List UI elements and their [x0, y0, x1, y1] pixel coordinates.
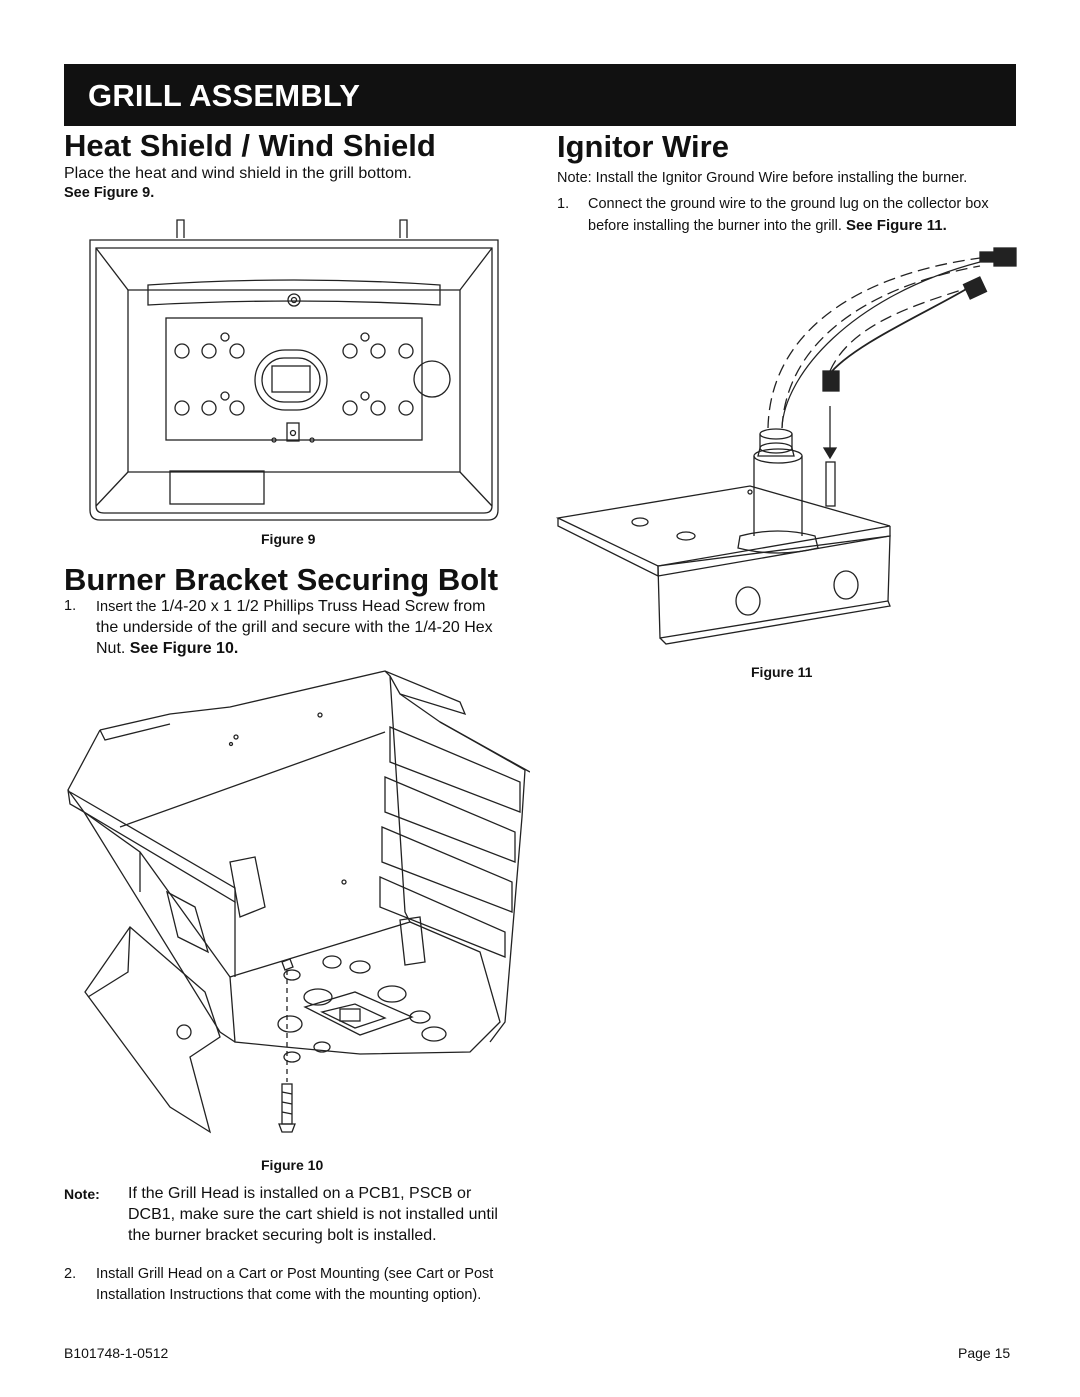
burner-step-1-text-3: Nut. [96, 640, 126, 657]
burner-step-2-number: 2. [64, 1266, 77, 1282]
note-line-2: DCB1, make sure the cart shield is not i… [128, 1206, 498, 1223]
section-title: GRILL ASSEMBLY [88, 78, 361, 113]
ignitor-note: Note: Install the Ignitor Ground Wire be… [557, 170, 968, 186]
page-number: Page 15 [958, 1345, 1011, 1361]
burner-step-1-line-1: Insert the 1/4-20 x 1 1/2 Phillips Truss… [96, 596, 485, 618]
burner-step-1-text-1: 1/4-20 x 1 1/2 Phillips Truss Head Screw… [160, 598, 486, 615]
figure-10-caption: Figure 10 [261, 1157, 324, 1173]
burner-step-1-prefix: Insert the [96, 599, 157, 615]
figure-9-caption: Figure 9 [261, 531, 316, 547]
section-banner: GRILL ASSEMBLY [64, 64, 1016, 126]
note-line-3: the burner bracket securing bolt is inst… [128, 1227, 437, 1244]
ignitor-step-1-text-2: before installing the burner into the gr… [588, 218, 842, 234]
heat-shield-heading: Heat Shield / Wind Shield [64, 128, 436, 163]
figure-11-ignitor-wire-drawing [555, 247, 1017, 645]
ignitor-heading: Ignitor Wire [557, 129, 729, 164]
ignitor-step-1-see-figure: See Figure 11. [845, 217, 947, 234]
heat-shield-text: Place the heat and wind shield in the gr… [64, 165, 412, 182]
figure-10-grill-bottom-drawing [67, 670, 530, 1134]
document-number: B101748-1-0512 [64, 1345, 169, 1361]
figure-9-heat-shield-drawing [89, 219, 499, 521]
burner-step-1-line-3: Nut. See Figure 10. [96, 638, 238, 659]
heat-shield-see-figure: See Figure 9. [64, 185, 155, 201]
figure-11-caption: Figure 11 [751, 664, 813, 680]
note-line-1: If the Grill Head is installed on a PCB1… [128, 1185, 472, 1202]
burner-bracket-heading: Burner Bracket Securing Bolt [64, 562, 499, 597]
burner-step-2-line-2: Installation Instructions that come with… [96, 1287, 482, 1303]
ignitor-step-1-line-1: Connect the ground wire to the ground lu… [588, 196, 989, 212]
burner-step-2-line-1: Install Grill Head on a Cart or Post Mou… [96, 1266, 494, 1282]
note-label: Note: [64, 1186, 100, 1202]
burner-step-1-see-figure: See Figure 10. [129, 640, 239, 657]
burner-step-1-line-2: the underside of the grill and secure wi… [96, 619, 493, 636]
ignitor-step-1-number: 1. [557, 196, 570, 212]
burner-step-1-number: 1. [64, 598, 77, 614]
ignitor-step-1-line-2: before installing the burner into the gr… [588, 215, 947, 237]
